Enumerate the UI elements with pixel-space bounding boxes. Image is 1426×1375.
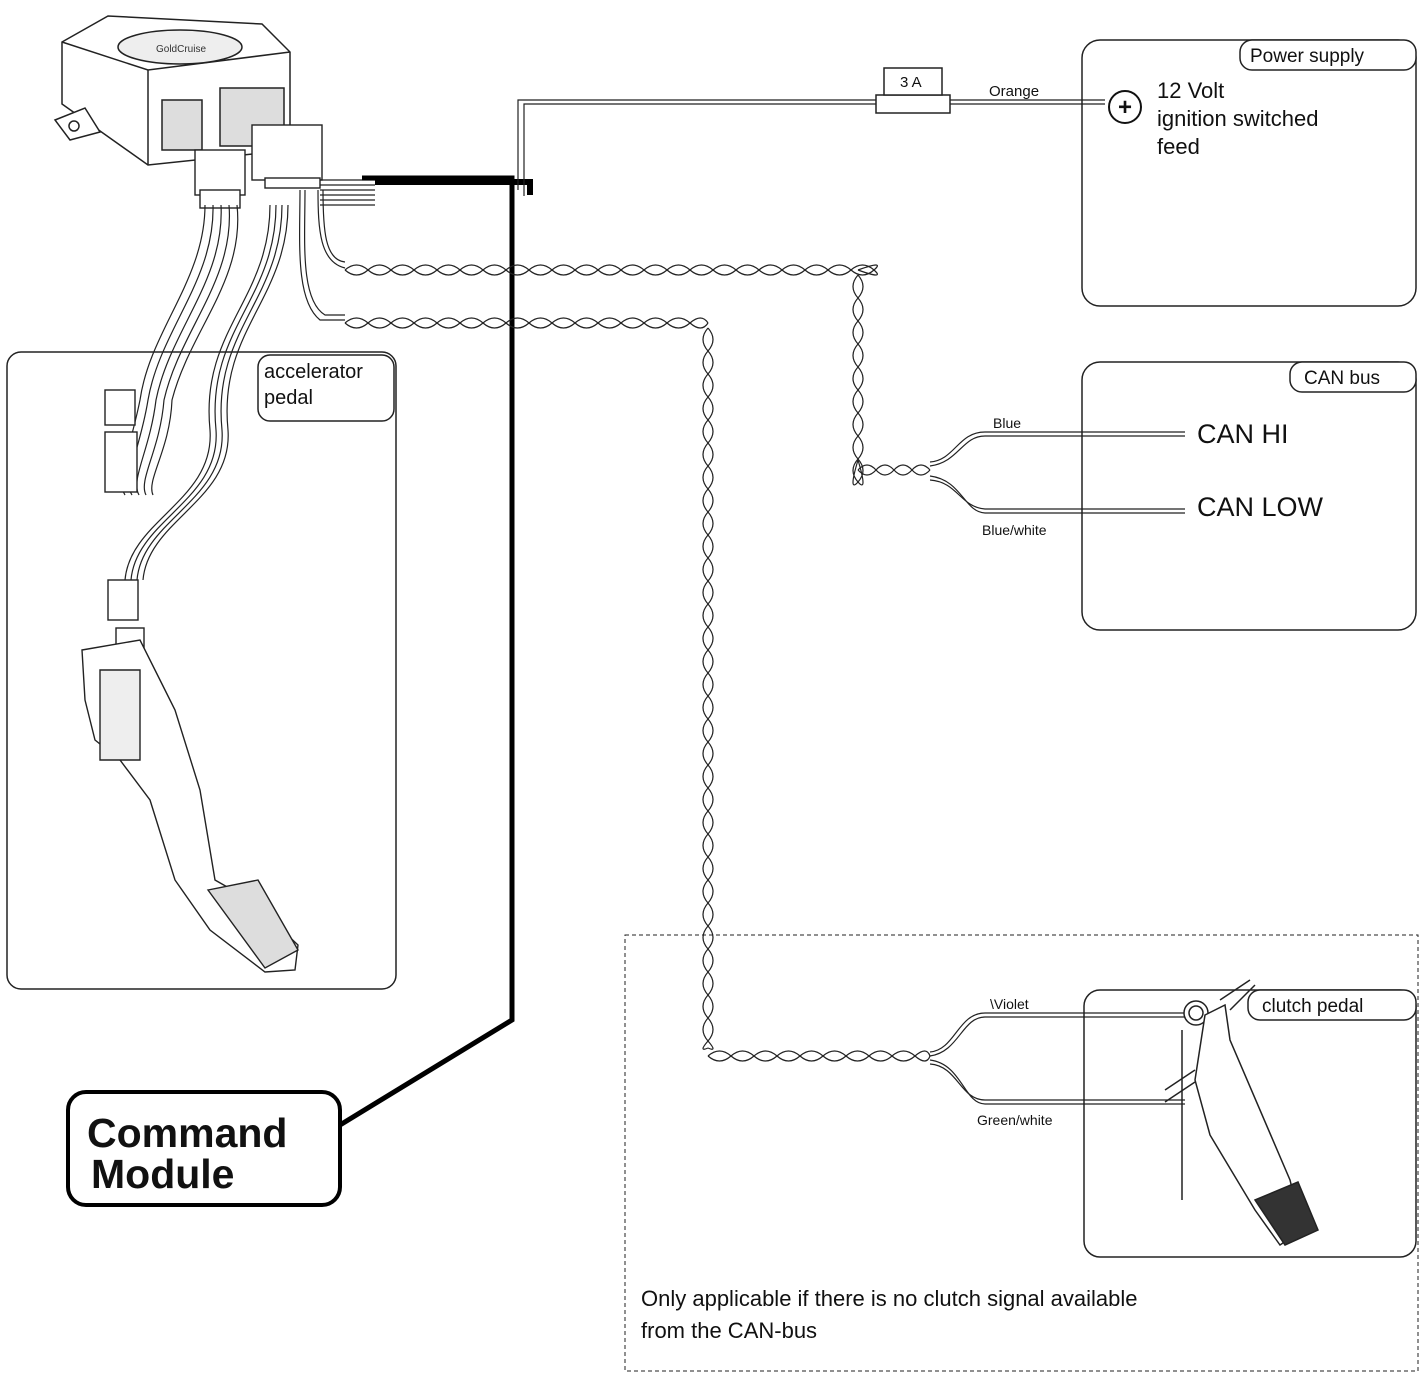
blue-white-wire-label: Blue/white: [982, 522, 1047, 538]
can-wires: [929, 431, 1185, 514]
command-module-leader: [338, 175, 515, 1128]
power-supply-line3: feed: [1157, 134, 1200, 159]
accelerator-box: accelerator pedal: [6, 351, 397, 990]
power-supply-title: Power supply: [1250, 46, 1365, 67]
fuse: 3 A: [875, 67, 951, 114]
can-low-label: CAN LOW: [1197, 492, 1324, 522]
svg-text:GoldCruise: GoldCruise: [156, 44, 206, 55]
blue-wire-label: Blue: [993, 415, 1021, 431]
fuse-rating: 3 A: [900, 74, 922, 91]
can-bus-title: CAN bus: [1304, 368, 1380, 389]
plus-symbol: +: [1118, 94, 1132, 121]
clutch-optional-region: [624, 934, 1419, 1372]
green-white-wire-label: Green/white: [977, 1112, 1053, 1128]
command-module-device: GoldCruise: [53, 15, 291, 166]
plus-icon: [1108, 90, 1142, 124]
power-supply-box: Power supply + 12 Volt ignition switched…: [1081, 39, 1417, 307]
clutch-pedal-drawing: [1164, 979, 1319, 1247]
violet-wire-label: \Violet: [990, 996, 1029, 1012]
twisted-pairs: [344, 264, 931, 1062]
clutch-wires: [929, 1012, 1185, 1105]
command-module-label: Command Module: [66, 1090, 342, 1207]
orange-wire-label: Orange: [989, 83, 1039, 100]
accelerator-label-line1: accelerator: [264, 361, 363, 383]
command-module-line2: Module: [91, 1151, 234, 1197]
orange-wire: [517, 99, 1105, 196]
note-line2: from the CAN-bus: [641, 1318, 817, 1343]
can-bus-box: CAN bus CAN HI CAN LOW: [1081, 361, 1417, 631]
clutch-box: clutch pedal: [1083, 989, 1417, 1258]
power-supply-line2: ignition switched: [1157, 106, 1318, 131]
command-module-line1: Command: [87, 1110, 287, 1156]
accelerator-label-line2: pedal: [264, 387, 313, 409]
power-supply-line1: 12 Volt: [1157, 78, 1224, 103]
can-hi-label: CAN HI: [1197, 419, 1289, 449]
note-line1: Only applicable if there is no clutch si…: [641, 1286, 1138, 1311]
clutch-title: clutch pedal: [1262, 996, 1363, 1017]
harness-wires: [121, 179, 375, 581]
module-connectors: [194, 124, 323, 209]
accelerator-pedal-drawing: [81, 389, 299, 973]
